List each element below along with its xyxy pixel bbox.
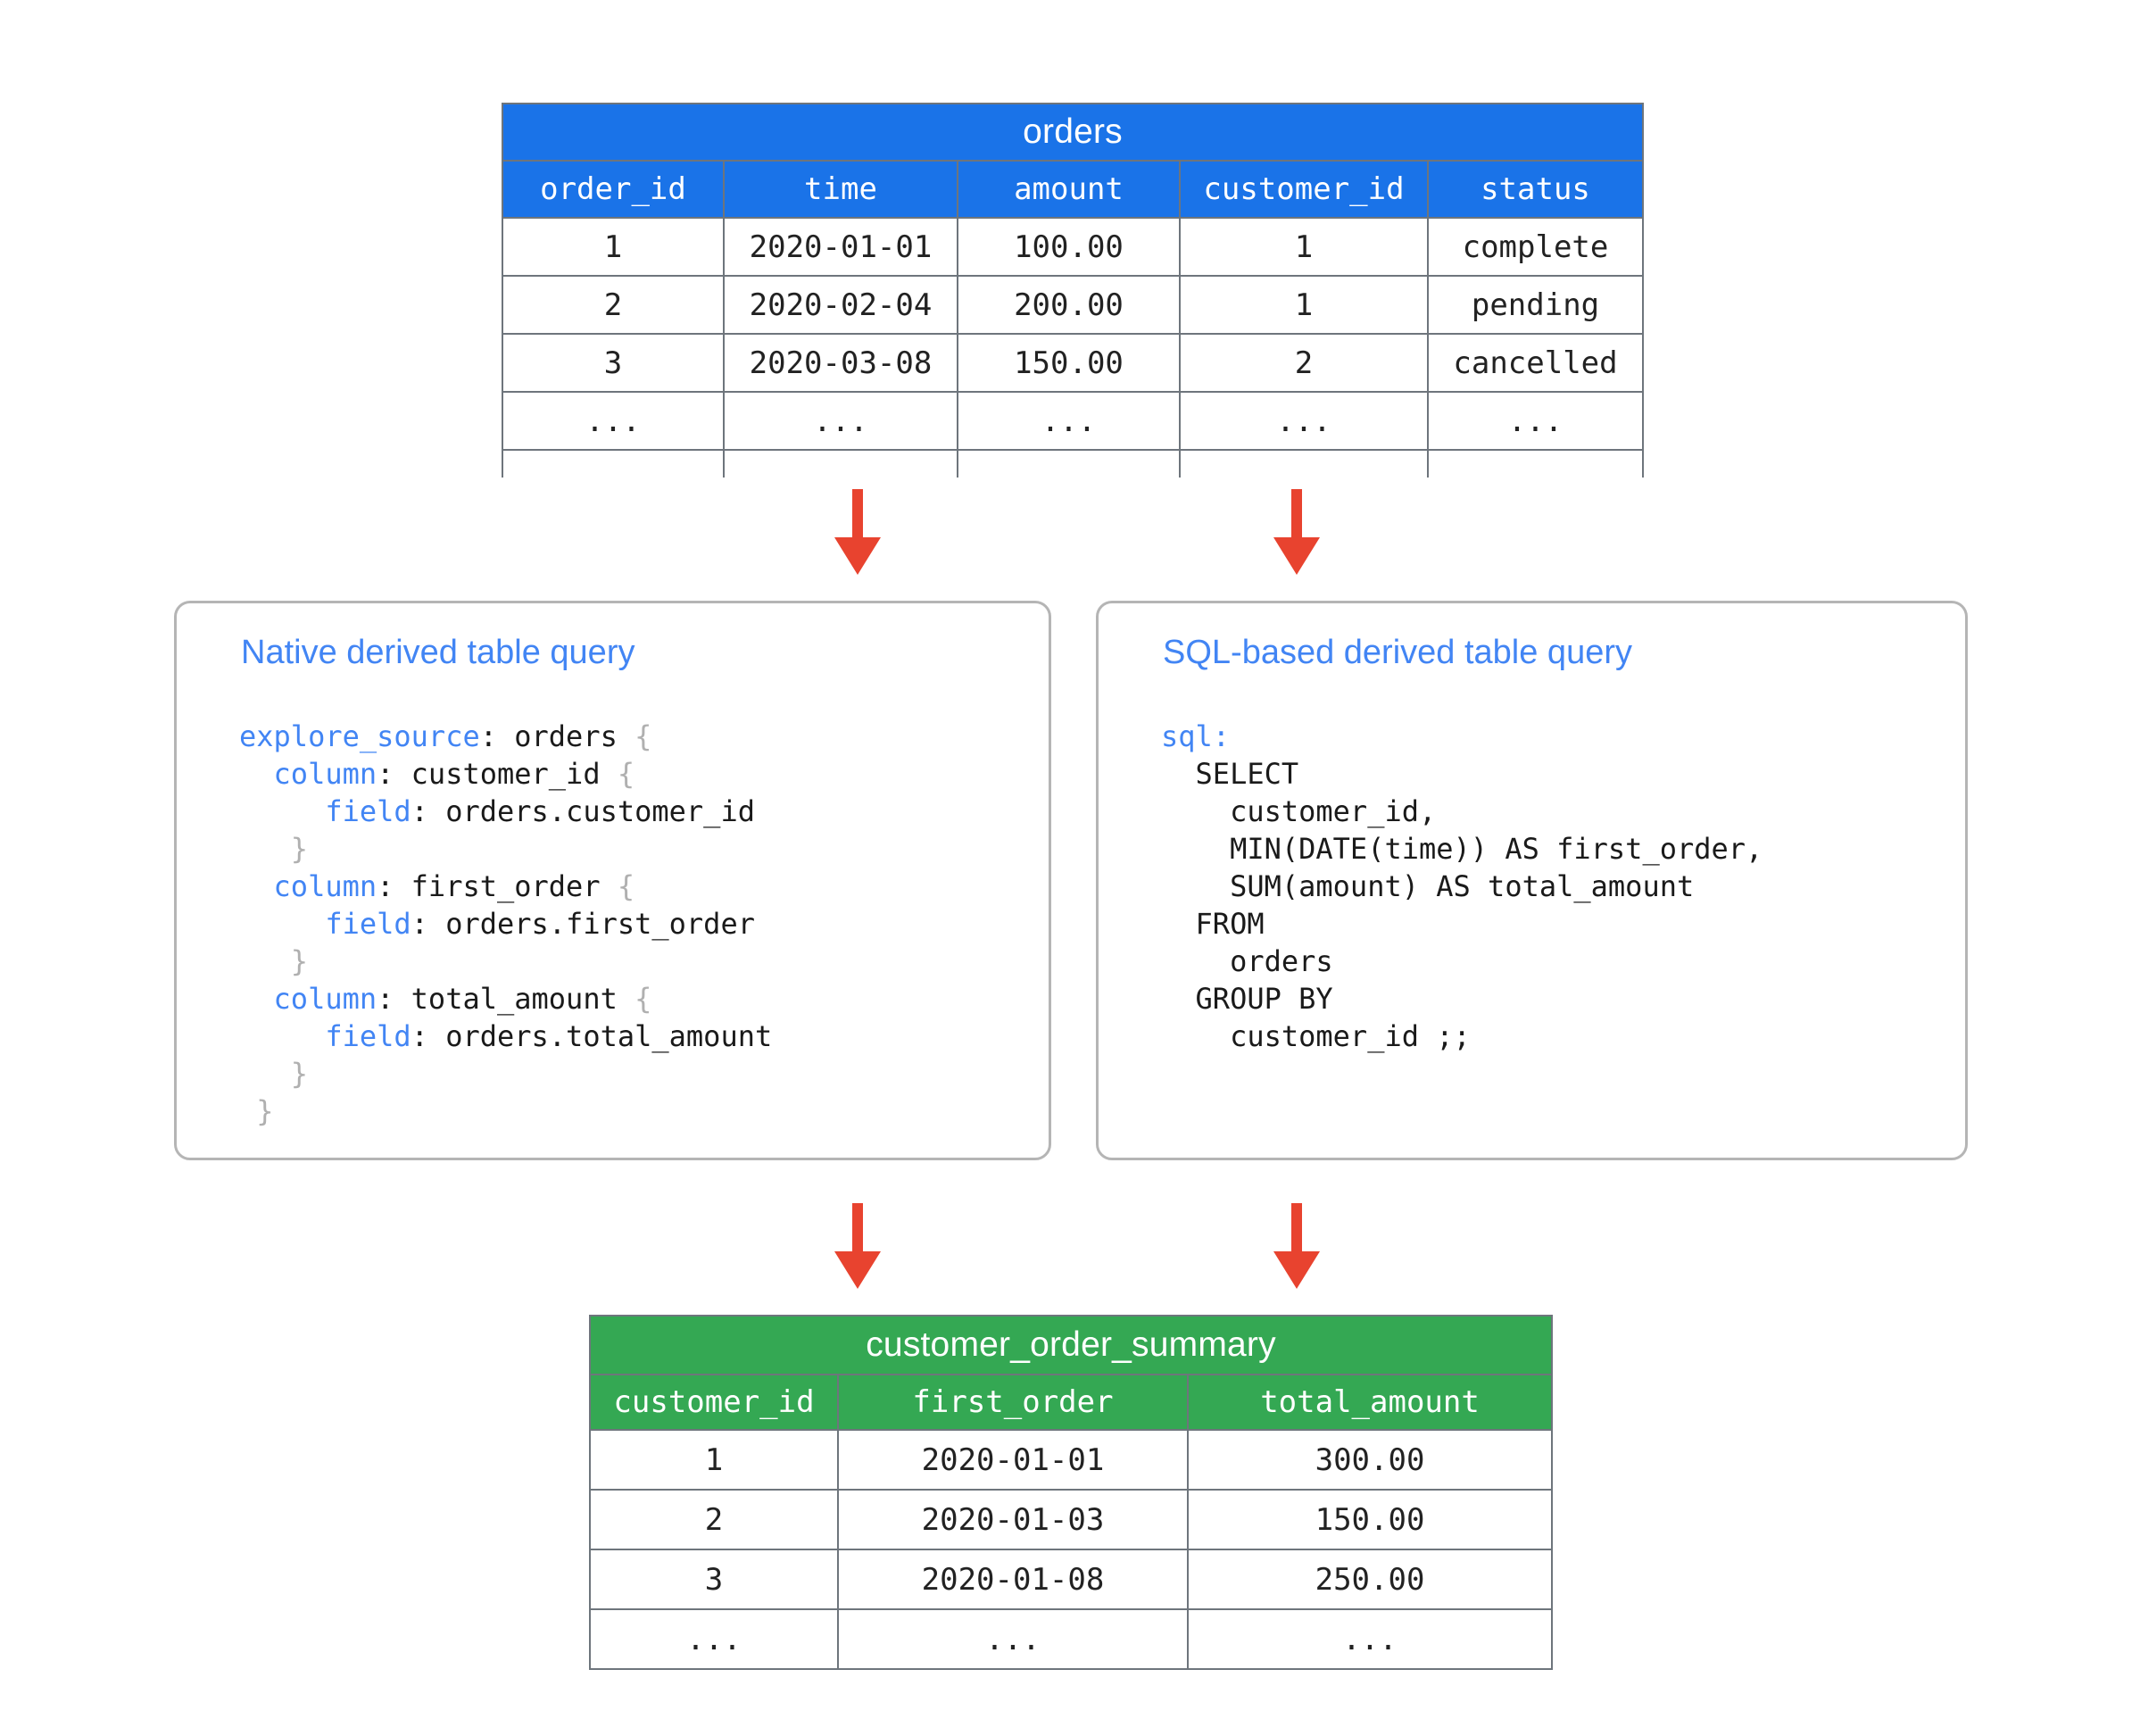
orders-col-customer-id: customer_id	[1179, 160, 1429, 219]
table-row: 1 2020-01-01 300.00	[589, 1429, 1554, 1491]
arrow-orders-to-sql-icon	[1273, 489, 1320, 575]
table-cell	[723, 449, 958, 478]
summary-table-body: 1 2020-01-01 300.00 2 2020-01-03 150.00 …	[589, 1429, 1554, 1670]
table-cell: 3	[502, 333, 725, 393]
orders-table-body: 1 2020-01-01 100.00 1 complete 2 2020-02…	[502, 217, 1644, 478]
table-cell: 1	[502, 217, 725, 277]
sql-query-code: sql: SELECT customer_id, MIN(DATE(time))…	[1161, 719, 1763, 1053]
sql-query-heading: SQL-based derived table query	[1163, 634, 1632, 671]
table-row: 1 2020-01-01 100.00 1 complete	[502, 217, 1644, 277]
table-cell: 100.00	[957, 217, 1181, 277]
orders-col-status: status	[1427, 160, 1644, 219]
table-cell: 2020-02-04	[723, 275, 958, 335]
table-row-ellipsis: ... ... ...	[589, 1608, 1554, 1670]
table-cell: 2020-01-03	[837, 1489, 1189, 1550]
table-cell	[1179, 449, 1429, 478]
native-query-code: explore_source: orders { column: custome…	[239, 719, 773, 1128]
table-cell	[502, 449, 725, 478]
arrow-sql-to-summary-icon	[1273, 1203, 1320, 1289]
orders-col-amount: amount	[957, 160, 1181, 219]
orders-title-row: orders	[502, 103, 1644, 162]
table-cell: 1	[1179, 217, 1429, 277]
orders-table-head: orders order_id time amount customer_id …	[502, 103, 1644, 219]
table-cell: 2	[502, 275, 725, 335]
arrow-orders-to-native-icon	[834, 489, 881, 575]
table-cell: 2020-03-08	[723, 333, 958, 393]
table-cell: 150.00	[957, 333, 1181, 393]
table-cell: ...	[502, 391, 725, 451]
table-row: 3 2020-03-08 150.00 2 cancelled	[502, 333, 1644, 393]
table-cell: ...	[837, 1608, 1189, 1670]
table-cell: 1	[1179, 275, 1429, 335]
table-cell: 3	[589, 1549, 839, 1610]
table-cell: 2020-01-01	[837, 1429, 1189, 1491]
native-derived-table-query-card: Native derived table query explore_sourc…	[174, 601, 1051, 1160]
table-cell: 200.00	[957, 275, 1181, 335]
table-row: 2 2020-01-03 150.00	[589, 1489, 1554, 1550]
table-row-clipped	[502, 449, 1644, 478]
table-row-ellipsis: ... ... ... ... ...	[502, 391, 1644, 451]
summary-title-row: customer_order_summary	[588, 1315, 1554, 1375]
summary-column-header-row: customer_id first_order total_amount	[589, 1374, 1554, 1431]
orders-table: orders order_id time amount customer_id …	[502, 103, 1644, 478]
table-cell: 2	[589, 1489, 839, 1550]
table-cell: ...	[589, 1608, 839, 1670]
table-cell: cancelled	[1427, 333, 1644, 393]
summary-table-head: customer_order_summary customer_id first…	[588, 1315, 1554, 1431]
orders-col-order-id: order_id	[502, 160, 725, 219]
table-cell: 2020-01-01	[723, 217, 958, 277]
table-cell: 2	[1179, 333, 1429, 393]
table-cell: 250.00	[1186, 1549, 1554, 1610]
table-cell: ...	[957, 391, 1181, 451]
table-cell: ...	[723, 391, 958, 451]
sql-derived-table-query-card: SQL-based derived table query sql: SELEC…	[1096, 601, 1968, 1160]
table-cell	[1427, 449, 1644, 478]
summary-col-customer-id: customer_id	[589, 1374, 839, 1431]
orders-table-title: orders	[502, 103, 1644, 162]
arrow-native-to-summary-icon	[834, 1203, 881, 1289]
summary-table-title: customer_order_summary	[588, 1315, 1554, 1375]
table-cell: 300.00	[1186, 1429, 1554, 1491]
table-cell: pending	[1427, 275, 1644, 335]
table-row: 2 2020-02-04 200.00 1 pending	[502, 275, 1644, 335]
orders-col-time: time	[723, 160, 958, 219]
table-cell: 1	[589, 1429, 839, 1491]
table-cell: ...	[1427, 391, 1644, 451]
table-cell: 2020-01-08	[837, 1549, 1189, 1610]
table-cell: 150.00	[1186, 1489, 1554, 1550]
summary-col-first-order: first_order	[837, 1374, 1189, 1431]
table-cell: complete	[1427, 217, 1644, 277]
native-query-heading: Native derived table query	[241, 634, 635, 671]
table-cell: ...	[1186, 1608, 1554, 1670]
orders-column-header-row: order_id time amount customer_id status	[502, 160, 1644, 219]
table-row: 3 2020-01-08 250.00	[589, 1549, 1554, 1610]
summary-col-total-amount: total_amount	[1186, 1374, 1554, 1431]
table-cell: ...	[1179, 391, 1429, 451]
customer-order-summary-table: customer_order_summary customer_id first…	[588, 1315, 1554, 1670]
table-cell	[957, 449, 1181, 478]
